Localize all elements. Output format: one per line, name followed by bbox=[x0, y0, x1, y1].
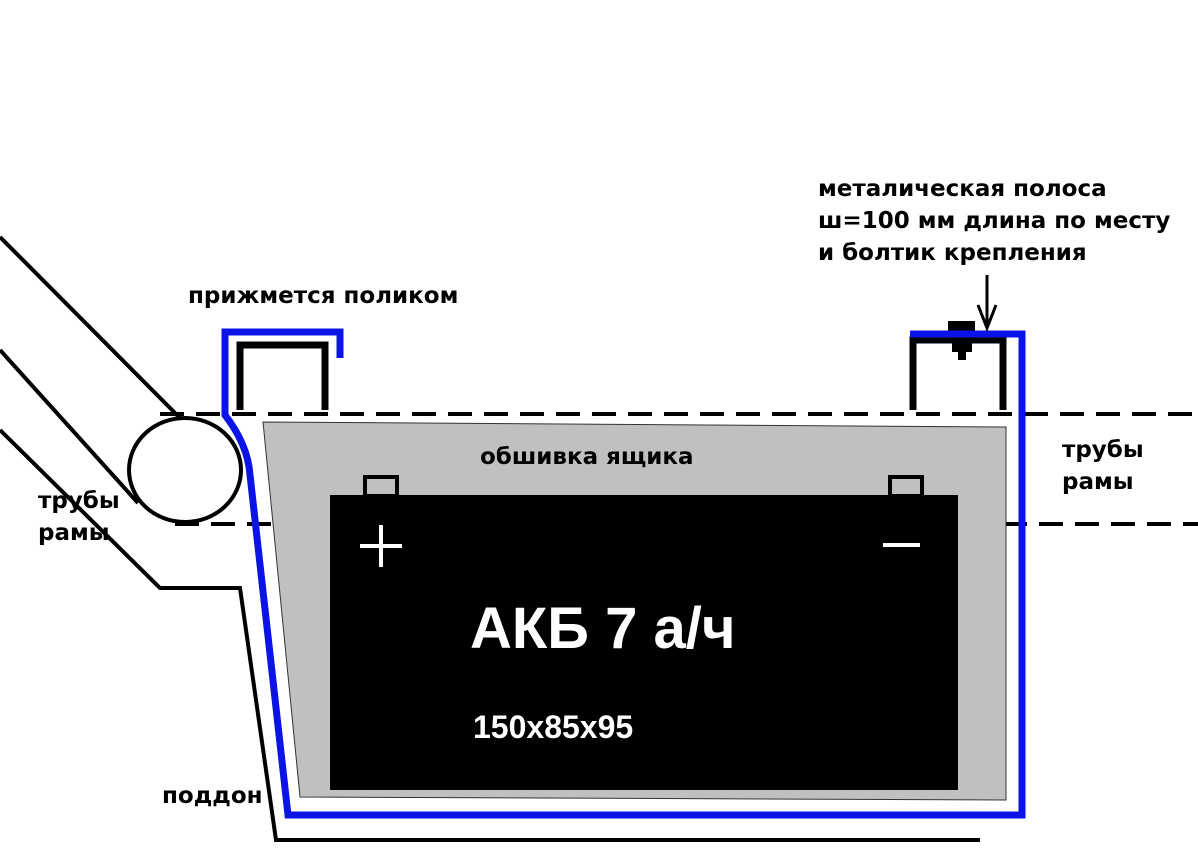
battery-terminal-minus bbox=[888, 475, 924, 498]
frame-line-upper bbox=[0, 235, 182, 420]
label-strip-line3: и болтик крепления bbox=[818, 240, 1087, 266]
label-pipes-left-2: рамы bbox=[38, 520, 110, 546]
metal-strip bbox=[221, 328, 1026, 819]
label-pipes-right-2: рамы bbox=[1062, 469, 1134, 495]
tray-outline bbox=[0, 428, 980, 842]
label-pipes-left-1: трубы bbox=[38, 488, 120, 514]
arrow-down-icon bbox=[976, 275, 998, 333]
bolt-icon bbox=[948, 321, 975, 360]
plus-sign-icon bbox=[360, 525, 402, 567]
label-strip-line1: металическая полоса bbox=[818, 176, 1107, 202]
label-lining: обшивка ящика bbox=[480, 444, 694, 470]
battery-body bbox=[330, 495, 958, 790]
battery-dimensions: 150x85x95 bbox=[473, 709, 633, 745]
battery-terminal-plus bbox=[363, 475, 399, 498]
label-strip-line2: ш=100 мм длина по месту bbox=[818, 208, 1170, 234]
frame-lines bbox=[0, 235, 980, 842]
label-press: прижмется поликом bbox=[188, 283, 458, 309]
left-bracket bbox=[236, 341, 329, 410]
label-pipes-right-1: трубы bbox=[1062, 437, 1144, 463]
battery-title: АКБ 7 а/ч bbox=[470, 596, 736, 661]
frame-line-middle bbox=[0, 348, 140, 505]
frame-pipe-circle bbox=[127, 416, 243, 524]
label-tray: поддон bbox=[162, 783, 263, 809]
